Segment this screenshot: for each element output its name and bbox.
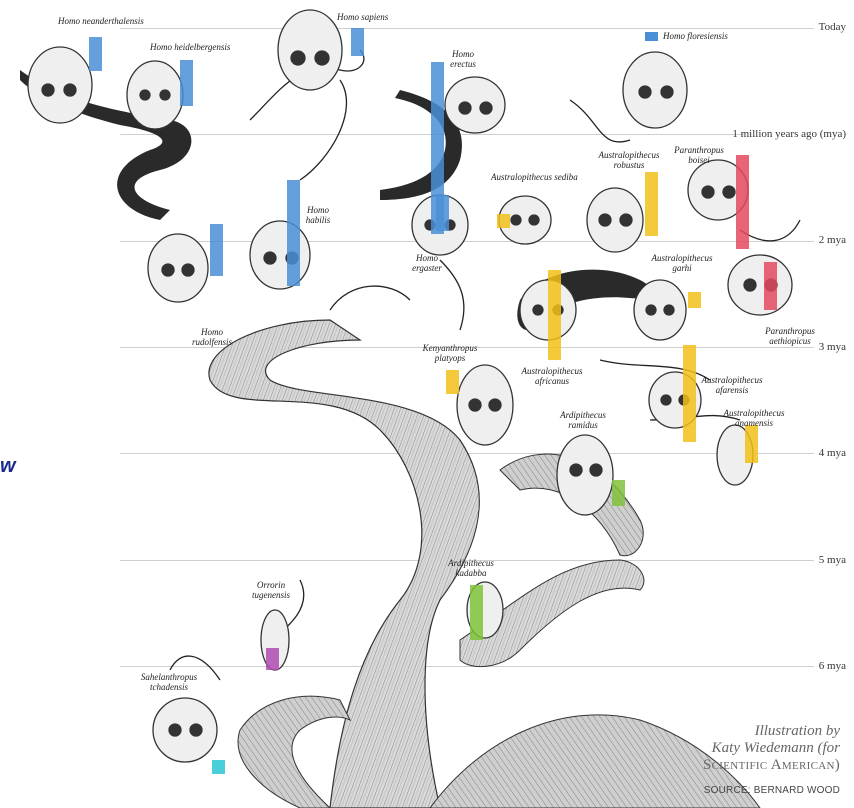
credit-line-3: Scientific American) (703, 757, 840, 774)
label-afarensis: Australopithecus afarensis (700, 375, 764, 395)
label-afarensis-text: Australopithecus afarensis (702, 375, 763, 395)
skull-rudolfensis-icon (148, 234, 208, 302)
label-anamensis-text: Australopithecus anamensis (724, 408, 785, 428)
label-tugenensis-text: Orrorin tugenensis (252, 580, 290, 600)
bar-sapiens (351, 28, 364, 56)
tick-5mya: 5 mya (819, 554, 846, 566)
label-anamensis: Australopithecus anamensis (722, 408, 786, 428)
label-robustus: Australopithecus robustus (597, 150, 661, 170)
bar-tchadensis (212, 760, 225, 774)
skull-ramidus-icon (557, 435, 613, 515)
bar-kadabba (470, 585, 483, 640)
label-garhi-text: Australopithecus garhi (652, 253, 713, 273)
bar-sediba (497, 214, 510, 228)
label-sediba: Australopithecus sediba (491, 172, 578, 182)
credit-line-2: Katy Wiedemann (for (703, 740, 840, 757)
legend-label: Homo floresiensis (663, 31, 728, 41)
tick-2mya: 2 mya (819, 234, 846, 246)
skull-tchadensis-icon (153, 698, 217, 762)
label-ergaster: Homo ergaster (412, 253, 442, 273)
label-erectus: Homo erectus (448, 49, 478, 69)
bar-afarensis (683, 345, 696, 442)
skull-garhi-icon (634, 280, 686, 340)
label-kadabba-text: Ardipithecus kadabba (448, 558, 494, 578)
bar-africanus (548, 270, 561, 360)
label-kadabba: Ardipithecus kadabba (443, 558, 499, 578)
legend-swatch (645, 32, 658, 41)
tick-6mya: 6 mya (819, 660, 846, 672)
edge-fragment-text: w (0, 455, 16, 478)
illustration-credit: Illustration by Katy Wiedemann (for Scie… (703, 723, 840, 774)
skull-robustus-icon (587, 188, 643, 252)
bar-anamensis (745, 425, 758, 463)
skull-sapiens-icon (278, 10, 342, 90)
skull-heidelbergensis-icon (127, 61, 183, 129)
label-ergaster-text: Homo ergaster (412, 253, 442, 273)
skull-floresiensis-icon (623, 52, 687, 128)
label-rudolfensis-text: Homo rudolfensis (192, 327, 232, 347)
tick-1mya: 1 million years ago (mya) (732, 128, 846, 140)
label-boisei-text: Paranthropus boisei (674, 145, 724, 165)
bar-aethiopicus (764, 262, 777, 310)
bar-habilis (287, 180, 300, 286)
legend: Homo floresiensis (645, 31, 728, 41)
skull-neanderthalensis-icon (28, 47, 92, 123)
bar-platyops (446, 370, 459, 394)
skull-habilis-icon (250, 221, 310, 289)
label-rudolfensis: Homo rudolfensis (190, 327, 234, 347)
bar-neanderthalensis (89, 37, 102, 71)
label-habilis: Homo habilis (303, 205, 333, 225)
skull-aethiopicus-icon (728, 255, 792, 315)
label-sapiens: Homo sapiens (337, 12, 388, 22)
label-tchadensis-text: Sahelanthropus tchadensis (141, 672, 197, 692)
label-habilis-text: Homo habilis (306, 205, 331, 225)
skull-platyops-icon (457, 365, 513, 445)
label-platyops: Kenyanthropus platyops (418, 343, 482, 363)
label-ramidus-text: Ardipithecus ramidus (560, 410, 606, 430)
label-tugenensis: Orrorin tugenensis (243, 580, 299, 600)
bar-boisei (736, 155, 749, 249)
label-aethiopicus: Paranthropus aethiopicus (762, 326, 818, 346)
label-robustus-text: Australopithecus robustus (599, 150, 660, 170)
bar-heidelbergensis (180, 60, 193, 106)
skull-erectus-icon (445, 77, 505, 133)
label-tchadensis: Sahelanthropus tchadensis (138, 672, 200, 692)
label-heidelbergensis: Homo heidelbergensis (150, 42, 230, 52)
label-africanus-text: Australopithecus africanus (522, 366, 583, 386)
label-aethiopicus-text: Paranthropus aethiopicus (765, 326, 815, 346)
bar-tugenensis (266, 648, 279, 670)
bar-ergaster (436, 195, 449, 231)
label-africanus: Australopithecus africanus (520, 366, 584, 386)
label-garhi: Australopithecus garhi (650, 253, 714, 273)
tick-3mya: 3 mya (819, 341, 846, 353)
bar-rudolfensis (210, 224, 223, 276)
credit-line-1: Illustration by (703, 723, 840, 740)
bar-ramidus (612, 480, 625, 506)
label-platyops-text: Kenyanthropus platyops (423, 343, 478, 363)
source-credit: SOURCE: BERNARD WOOD (704, 785, 840, 796)
label-boisei: Paranthropus boisei (670, 145, 728, 165)
tick-4mya: 4 mya (819, 447, 846, 459)
label-ramidus: Ardipithecus ramidus (555, 410, 611, 430)
tick-today: Today (819, 21, 846, 33)
bar-garhi (688, 292, 701, 308)
bar-robustus (645, 172, 658, 236)
label-neanderthalensis: Homo neanderthalensis (58, 16, 144, 26)
label-erectus-text: Homo erectus (450, 49, 476, 69)
